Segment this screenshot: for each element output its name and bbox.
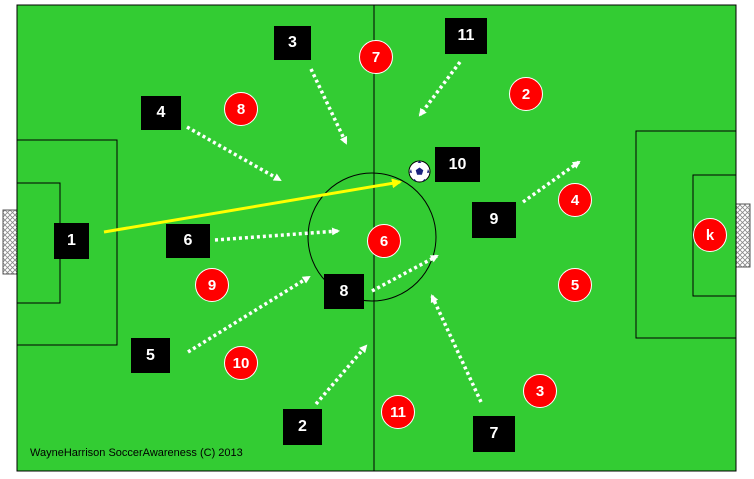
- run-arrow-3: [309, 68, 348, 145]
- run-arrow-2: [314, 344, 368, 406]
- red-player-6: 6: [367, 224, 401, 258]
- black-player-10: 10: [435, 147, 480, 182]
- red-player-7: 7: [359, 40, 393, 74]
- soccer-ball-icon: [408, 160, 431, 183]
- black-player-9: 9: [472, 202, 516, 238]
- pass-arrow: [103, 178, 402, 234]
- red-player-9: 9: [195, 268, 229, 302]
- run-arrow-6: [214, 227, 340, 242]
- center-circle: [307, 172, 437, 302]
- black-player-1: 1: [54, 223, 89, 259]
- black-player-5: 5: [131, 338, 170, 373]
- run-arrow-7: [430, 294, 483, 403]
- right-goal-net: [735, 203, 751, 268]
- red-player-10: 10: [224, 346, 258, 380]
- black-player-11: 11: [445, 18, 487, 54]
- credit-text: WayneHarrison SoccerAwareness (C) 2013: [30, 447, 243, 459]
- left-goal-net: [2, 209, 18, 275]
- black-player-8: 8: [324, 274, 364, 309]
- run-arrow-8: [371, 254, 439, 293]
- black-player-4: 4: [141, 96, 181, 130]
- red-player-k: k: [693, 218, 727, 252]
- red-player-2: 2: [509, 77, 543, 111]
- red-player-11: 11: [381, 395, 415, 429]
- run-arrow-11: [418, 60, 462, 117]
- red-player-3: 3: [523, 374, 557, 408]
- black-player-7: 7: [473, 416, 515, 452]
- black-player-2: 2: [283, 409, 322, 445]
- red-player-8: 8: [224, 92, 258, 126]
- red-player-4: 4: [558, 183, 592, 217]
- black-player-6: 6: [166, 224, 210, 258]
- red-player-5: 5: [558, 268, 592, 302]
- black-player-3: 3: [274, 26, 311, 60]
